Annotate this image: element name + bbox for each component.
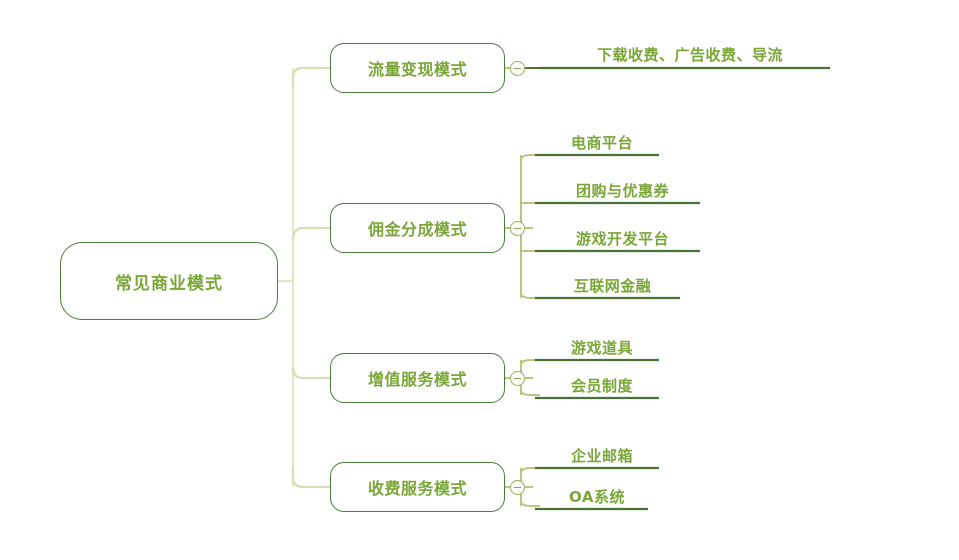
root-node-label: 常见商业模式 xyxy=(115,273,223,294)
root-node[interactable]: 常见商业模式 xyxy=(60,242,278,320)
leaf-label: 互联网金融 xyxy=(573,277,652,295)
leaf-group-buying-coupons[interactable]: 团购与优惠券 xyxy=(540,172,705,204)
branch-node-label: 增值服务模式 xyxy=(367,370,467,389)
branch-node-commission-sharing[interactable]: 佣金分成模式 xyxy=(330,203,505,253)
leaf-game-dev-platform[interactable]: 游戏开发平台 xyxy=(540,220,705,252)
leaf-game-items[interactable]: 游戏道具 xyxy=(540,329,664,361)
collapse-toggle-icon-commission-sharing[interactable] xyxy=(510,221,525,236)
collapse-toggle-icon-paid-service[interactable] xyxy=(510,480,525,495)
leaf-label: 游戏道具 xyxy=(570,339,633,357)
leaf-ecommerce-platform[interactable]: 电商平台 xyxy=(540,124,664,156)
leaf-enterprise-email[interactable]: 企业邮箱 xyxy=(540,437,664,469)
leaf-membership-system[interactable]: 会员制度 xyxy=(540,367,664,399)
collapse-toggle-icon-value-added-service[interactable] xyxy=(510,371,525,386)
leaf-label: 游戏开发平台 xyxy=(575,230,669,248)
leaf-label: 下载收费、广告收费、导流 xyxy=(596,46,783,64)
leaf-download-ad-traffic[interactable]: 下载收费、广告收费、导流 xyxy=(545,36,835,68)
leaf-oa-system[interactable]: OA系统 xyxy=(540,478,654,510)
leaf-label: 团购与优惠券 xyxy=(575,182,669,200)
collapse-toggle-icon-traffic-monetization[interactable] xyxy=(510,61,525,76)
leaf-internet-finance[interactable]: 互联网金融 xyxy=(540,267,685,299)
leaf-label: 电商平台 xyxy=(570,134,633,152)
leaf-label: OA系统 xyxy=(569,488,625,506)
branch-node-traffic-monetization[interactable]: 流量变现模式 xyxy=(330,43,505,93)
branch-node-value-added-service[interactable]: 增值服务模式 xyxy=(330,353,505,403)
branch-node-label: 收费服务模式 xyxy=(367,479,467,498)
leaf-label: 企业邮箱 xyxy=(570,447,633,465)
branch-node-paid-service[interactable]: 收费服务模式 xyxy=(330,462,505,512)
leaf-label: 会员制度 xyxy=(570,377,633,395)
branch-node-label: 佣金分成模式 xyxy=(367,220,467,239)
branch-node-label: 流量变现模式 xyxy=(367,60,467,79)
